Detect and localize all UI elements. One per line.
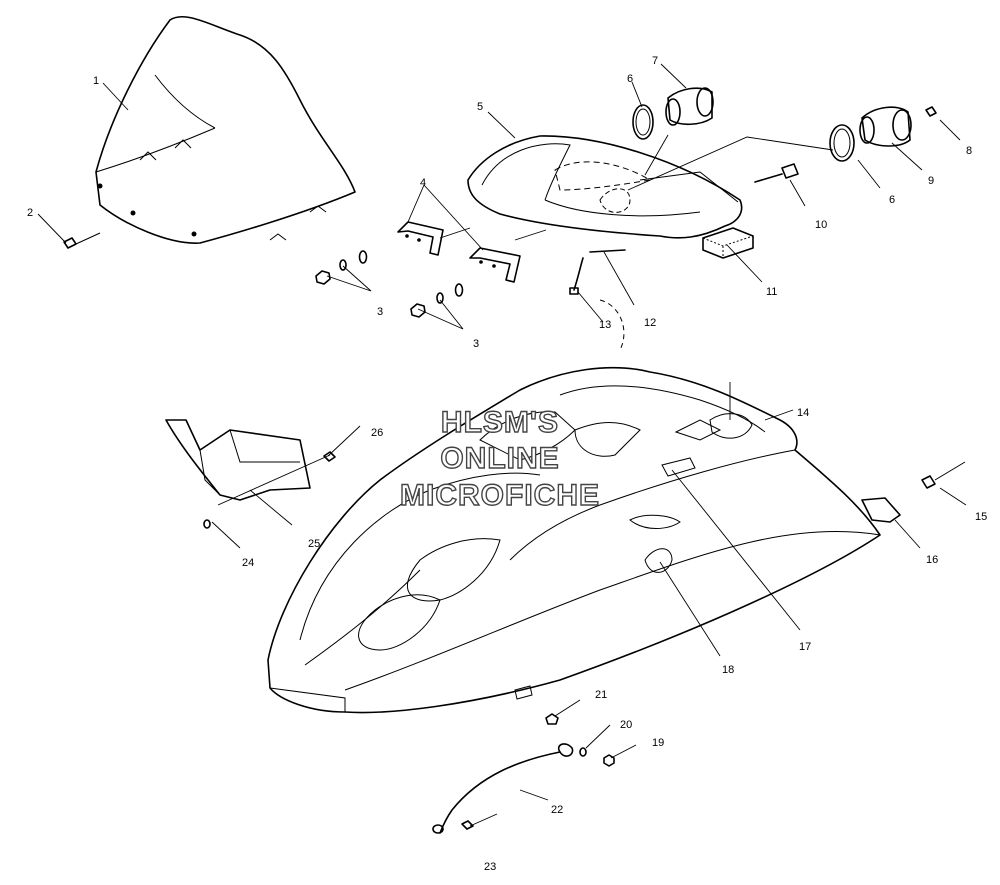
callout-19: 19	[652, 737, 664, 749]
side-bracket	[165, 419, 311, 501]
windshield-screw	[63, 232, 101, 249]
retaining-pin	[921, 461, 966, 489]
callout-12: 12	[644, 317, 656, 329]
callout-24: 24	[242, 557, 254, 569]
gauge-right	[829, 106, 912, 162]
callout-16: 16	[926, 554, 938, 566]
nut-washer-set	[315, 250, 464, 318]
watermark: HLSM'S ONLINE MICROFICHE	[399, 405, 600, 512]
watermark-line-2: ONLINE	[440, 442, 559, 475]
bracket-rivet	[203, 519, 211, 529]
callout-26: 26	[371, 427, 383, 439]
callout-leaders	[37, 63, 967, 827]
callout-7: 7	[652, 55, 658, 67]
foam-block	[702, 227, 754, 259]
switch-harness	[754, 163, 799, 183]
plate-bracket	[861, 497, 901, 523]
bracket-clip	[323, 451, 336, 462]
callout-18: 18	[722, 664, 734, 676]
callout-22: 22	[551, 804, 563, 816]
callout-1: 1	[93, 75, 99, 87]
watermark-line-3: MICROFICHE	[400, 479, 600, 512]
indicator-bulb	[925, 106, 937, 117]
wire-lead	[569, 257, 584, 295]
callout-11: 11	[766, 286, 777, 298]
callout-17: 17	[799, 641, 811, 653]
callout-23: 23	[484, 861, 496, 873]
callout-9: 9	[928, 175, 934, 187]
callout-5: 5	[477, 101, 483, 113]
callout-14: 14	[797, 407, 809, 419]
callout-2: 2	[27, 207, 33, 219]
callout-13: 13	[599, 319, 611, 331]
callout-6b: 6	[889, 194, 895, 206]
gauge-left	[632, 87, 714, 140]
windshield	[95, 15, 356, 244]
callout-10: 10	[815, 219, 827, 231]
callout-15: 15	[975, 511, 987, 523]
mounting-brackets	[397, 221, 521, 283]
hood-assembly	[267, 299, 881, 714]
callout-8: 8	[966, 145, 972, 157]
callout-6a: 6	[627, 73, 633, 85]
console-screw	[589, 249, 626, 253]
callout-4: 4	[420, 177, 426, 189]
callout-25: 25	[308, 538, 320, 550]
callout-21: 21	[595, 689, 607, 701]
callout-labels: 1 2 3 3 4 5 6 6 7 8 9 10 11 12 13 14 15 …	[27, 55, 987, 873]
hood-latch-hardware	[432, 713, 615, 834]
dash-console	[467, 135, 743, 239]
callout-3b: 3	[473, 338, 479, 350]
watermark-line-1: HLSM'S	[441, 406, 559, 439]
callout-20: 20	[620, 719, 632, 731]
callout-3a: 3	[377, 306, 383, 318]
